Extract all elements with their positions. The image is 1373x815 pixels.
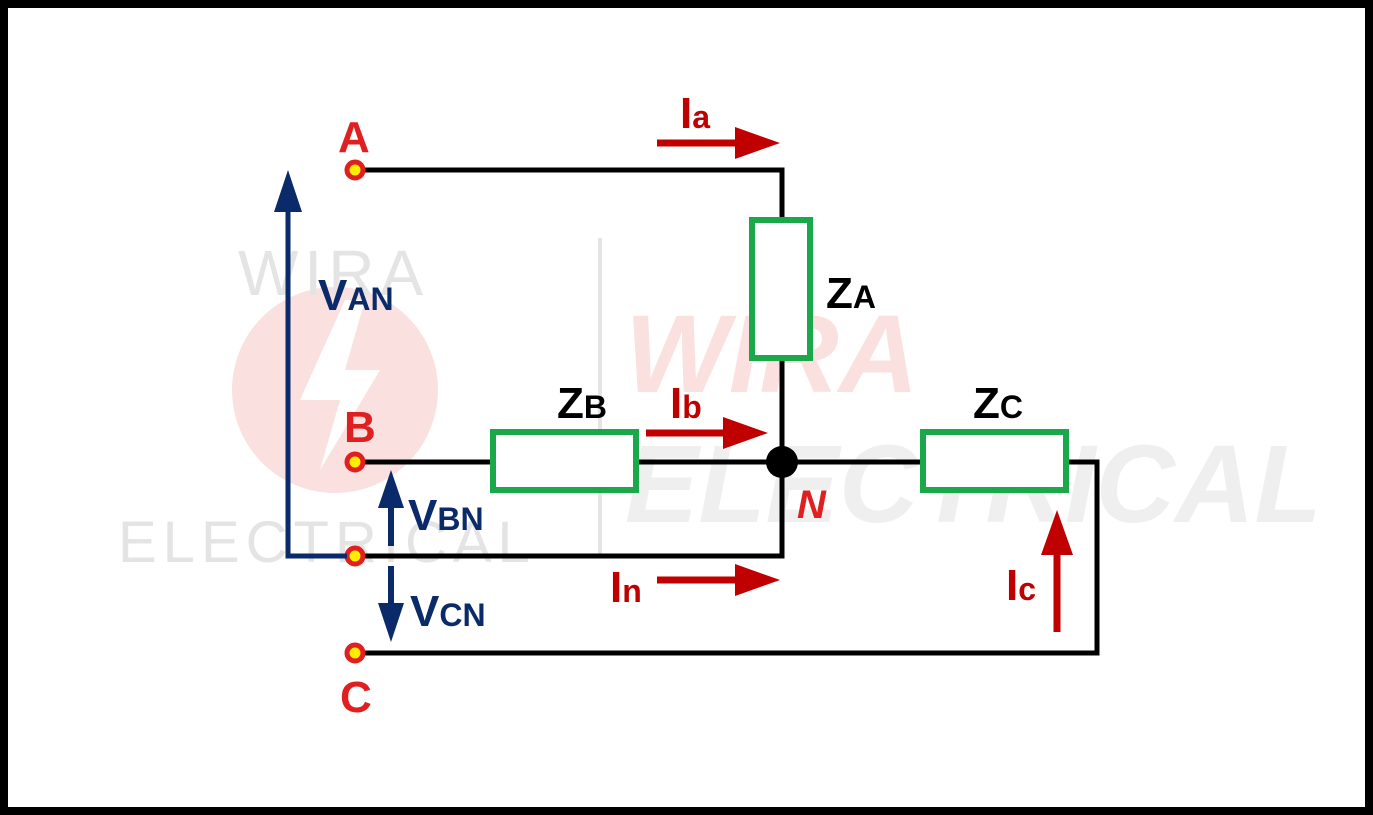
label-ic-main: I — [1006, 561, 1018, 610]
label-ic-sub: c — [1018, 571, 1036, 607]
label-vbn-main: V — [408, 491, 438, 540]
terminal-b — [344, 451, 366, 473]
label-van-main: V — [318, 271, 348, 320]
terminal-a — [344, 159, 366, 181]
label-zc: ZC — [973, 379, 1023, 428]
wires — [352, 167, 1100, 656]
label-za: ZA — [826, 269, 876, 318]
arrow-ic-head — [1041, 510, 1073, 555]
neutral-node — [766, 446, 798, 478]
label-zc-main: Z — [973, 379, 1000, 428]
label-vbn: VBN — [408, 491, 484, 540]
label-zc-sub: C — [1000, 389, 1023, 425]
impedance-za — [749, 217, 813, 361]
label-ia-main: I — [680, 89, 692, 138]
arrow-ib-head — [723, 417, 768, 449]
wire-c-return — [352, 459, 1100, 656]
arrow-van-head — [274, 170, 302, 212]
label-ib: Ib — [670, 379, 702, 428]
arrow-vbn-head — [378, 470, 404, 508]
label-ia: Ia — [680, 89, 710, 138]
label-in-sub: n — [622, 573, 642, 609]
wire-a — [352, 167, 785, 223]
label-ib-sub: b — [682, 389, 702, 425]
label-za-main: Z — [826, 269, 853, 318]
impedance-zc — [920, 429, 1069, 493]
terminal-label-a: A — [338, 113, 370, 162]
label-ia-sub: a — [692, 99, 710, 135]
watermark-left-top: WIRA — [238, 237, 429, 309]
watermark-bolt-icon — [300, 300, 380, 470]
label-zb-main: Z — [557, 379, 584, 428]
arrow-ia-head — [735, 127, 780, 159]
current-arrows — [646, 127, 1073, 632]
label-za-sub: A — [853, 279, 876, 315]
terminal-n — [344, 545, 366, 567]
terminals — [344, 159, 366, 664]
label-in-main: I — [610, 563, 622, 612]
label-vcn: VCN — [410, 587, 486, 636]
label-van: VAN — [318, 271, 394, 320]
terminal-label-b: B — [344, 403, 376, 452]
terminal-c — [344, 642, 366, 664]
wire-neutral — [352, 459, 785, 559]
watermark-left-bottom: ELECTRICAL — [118, 510, 536, 575]
arrow-in-head — [735, 564, 780, 596]
label-ib-main: I — [670, 379, 682, 428]
voltage-arrows — [274, 170, 404, 642]
label-ic: Ic — [1006, 561, 1036, 610]
arrow-van-shaft — [285, 210, 347, 559]
label-zb: ZB — [557, 379, 607, 428]
label-vbn-sub: BN — [437, 501, 483, 537]
impedance-zb — [490, 429, 639, 493]
label-zb-sub: B — [584, 389, 607, 425]
label-van-sub: AN — [347, 281, 393, 317]
neutral-label: N — [797, 483, 827, 527]
terminal-label-c: C — [340, 673, 372, 722]
label-vcn-main: V — [410, 587, 440, 636]
label-vcn-sub: CN — [439, 597, 485, 633]
label-in: In — [610, 563, 642, 612]
arrow-vcn-head — [378, 603, 404, 642]
